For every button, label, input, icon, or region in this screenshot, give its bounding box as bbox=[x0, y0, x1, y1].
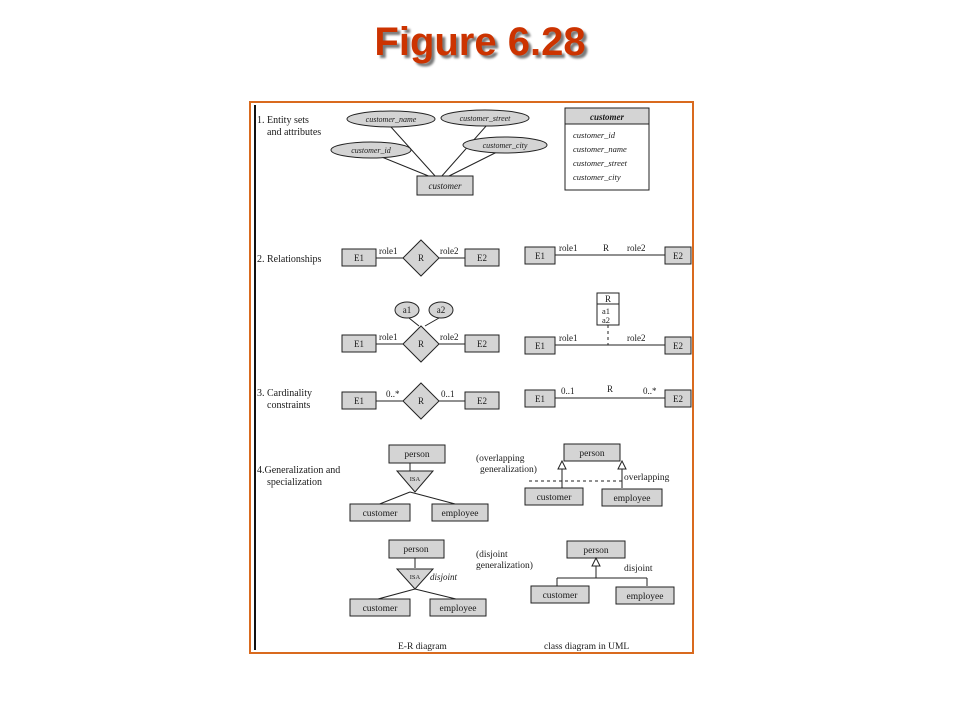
slide-title: Figure 6.28 bbox=[374, 20, 586, 64]
label-entity-sets-2: and attributes bbox=[267, 127, 321, 138]
attr-customer-id: customer_id bbox=[351, 146, 392, 155]
uml-rel-e2: E2 bbox=[673, 251, 683, 261]
attr-ellipse-customer-name bbox=[346, 110, 436, 128]
er-rel2-r: R bbox=[418, 339, 424, 349]
er-rel-e2: E2 bbox=[477, 253, 487, 263]
er-rel2-role1: role1 bbox=[379, 332, 398, 342]
er-gen2-note-1: (disjoint bbox=[476, 549, 508, 560]
label-entity-sets-1: 1. Entity sets bbox=[257, 115, 309, 126]
er-entity-customer-label: customer bbox=[429, 181, 462, 191]
er-gen1-person: person bbox=[404, 450, 430, 460]
label-relationships: 2. Relationships bbox=[257, 254, 322, 265]
er-gen2-disjoint: disjoint bbox=[430, 572, 458, 582]
er-relationship: E1 R E2 role1 role2 bbox=[341, 239, 500, 277]
er-gen1-employee: employee bbox=[442, 509, 479, 519]
er-gen2-employee: employee bbox=[440, 604, 477, 614]
er-gen2-note-2: generalization) bbox=[476, 560, 533, 571]
er-rel-role1: role1 bbox=[379, 246, 398, 256]
label-cardinality-2: constraints bbox=[267, 400, 310, 411]
attr-customer-city: customer_city bbox=[483, 141, 528, 150]
uml-gen2-customer: customer bbox=[543, 591, 579, 601]
er-attr-a2: a2 bbox=[437, 305, 446, 315]
er-rel-r: R bbox=[418, 253, 424, 263]
uml-assoc-r: R bbox=[605, 294, 611, 304]
er-gen2-isa: ISA bbox=[410, 574, 421, 581]
er-generalization-disjoint: person ISA disjoint customer employee (d… bbox=[349, 539, 533, 617]
uml-rel-r: R bbox=[603, 243, 609, 253]
uml-assoc-a2: a2 bbox=[602, 315, 610, 325]
er-card-e1: E1 bbox=[354, 396, 364, 406]
uml-assoc-a1: a1 bbox=[602, 306, 610, 316]
er-rel2-e2: E2 bbox=[477, 339, 487, 349]
uml-generalization-disjoint: person disjoint customer employee bbox=[530, 540, 675, 605]
uml-rel2-role2: role2 bbox=[627, 333, 646, 343]
uml-gen2-person: person bbox=[583, 546, 609, 556]
uml-rel-role2: role2 bbox=[627, 243, 646, 253]
attr-customer-street: customer_street bbox=[460, 114, 512, 123]
er-cardinality: E1 R E2 0..* 0..1 bbox=[341, 382, 500, 420]
uml-attr-1: customer_id bbox=[573, 130, 616, 140]
er-gen2-person: person bbox=[403, 545, 429, 555]
er-gen2-customer: customer bbox=[363, 604, 399, 614]
uml-rel2-e2: E2 bbox=[673, 341, 683, 351]
caption-uml-diagram: class diagram in UML bbox=[544, 642, 629, 652]
uml-card-right: 0..* bbox=[643, 386, 657, 396]
uml-gen1-person: person bbox=[579, 449, 605, 459]
label-generalization-1: 4.Generalization and bbox=[257, 465, 340, 476]
er-relationship-attributes: a1 a2 E1 R E2 role1 role2 bbox=[341, 301, 500, 363]
uml-card-e2: E2 bbox=[673, 394, 683, 404]
uml-gen2-employee: employee bbox=[627, 592, 664, 602]
er-gen1-note-2: generalization) bbox=[480, 464, 537, 475]
er-generalization-overlapping: person ISA customer employee (overlappin… bbox=[349, 444, 537, 522]
uml-rel-e1: E1 bbox=[535, 251, 545, 261]
uml-class-customer: customer customer_id customer_name custo… bbox=[564, 107, 650, 191]
caption-er-diagram: E-R diagram bbox=[398, 642, 447, 652]
er-rel2-e1: E1 bbox=[354, 339, 364, 349]
er-rel-role2: role2 bbox=[440, 246, 459, 256]
uml-attr-4: customer_city bbox=[573, 172, 621, 182]
uml-card-left: 0..1 bbox=[561, 386, 575, 396]
uml-attr-2: customer_name bbox=[573, 144, 627, 154]
er-rel-e1: E1 bbox=[354, 253, 364, 263]
er-gen1-isa: ISA bbox=[410, 476, 421, 483]
er-card-e2: E2 bbox=[477, 396, 487, 406]
uml-class-name: customer bbox=[590, 112, 624, 122]
uml-relationship: E1 E2 role1 R role2 bbox=[524, 243, 692, 265]
attr-ellipse-customer-id bbox=[330, 141, 412, 159]
attr-ellipse-customer-city bbox=[462, 136, 548, 154]
uml-gen2-disjoint: disjoint bbox=[624, 564, 653, 574]
er-card-r: R bbox=[418, 396, 424, 406]
uml-rel2-role1: role1 bbox=[559, 333, 578, 343]
er-uml-figure: 1. Entity sets and attributes 2. Relatio… bbox=[254, 105, 692, 652]
er-rel2-role2: role2 bbox=[440, 332, 459, 342]
uml-card-r: R bbox=[607, 384, 613, 394]
uml-attr-3: customer_street bbox=[573, 158, 628, 168]
er-card-left: 0..* bbox=[386, 389, 400, 399]
er-card-right: 0..1 bbox=[441, 389, 455, 399]
uml-rel2-e1: E1 bbox=[535, 341, 545, 351]
figure-frame: 1. Entity sets and attributes 2. Relatio… bbox=[249, 101, 694, 654]
attr-ellipse-customer-street bbox=[440, 109, 530, 127]
attr-customer-name: customer_name bbox=[366, 115, 417, 124]
er-gen1-note-1: (overlapping bbox=[476, 453, 525, 464]
uml-cardinality: E1 E2 0..1 R 0..* bbox=[524, 384, 692, 408]
label-cardinality-1: 3. Cardinality bbox=[257, 388, 312, 399]
er-gen1-customer: customer bbox=[363, 509, 399, 519]
uml-gen1-overlapping: overlapping bbox=[624, 473, 670, 483]
uml-rel-role1: role1 bbox=[559, 243, 578, 253]
uml-generalization-overlapping: person overlapping customer employee bbox=[524, 443, 670, 507]
uml-association-class: R a1 a2 E1 E2 role1 role2 bbox=[524, 292, 692, 355]
uml-gen1-employee: employee bbox=[614, 494, 651, 504]
uml-gen1-customer: customer bbox=[537, 493, 573, 503]
uml-card-e1: E1 bbox=[535, 394, 545, 404]
er-entity-customer: customer_name customer_street customer_i… bbox=[330, 109, 548, 196]
er-attr-a1: a1 bbox=[403, 305, 412, 315]
label-generalization-2: specialization bbox=[267, 477, 322, 488]
